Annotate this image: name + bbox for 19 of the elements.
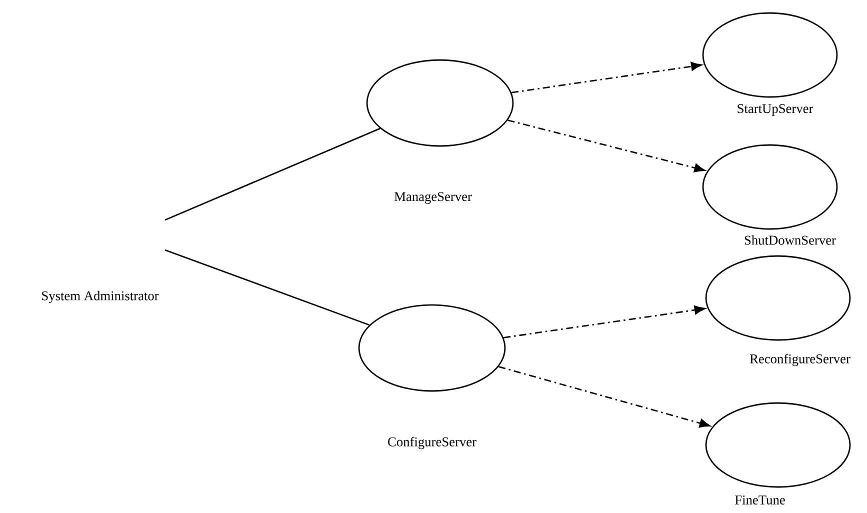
- node-label: ReconfigureServer: [750, 354, 850, 366]
- node-label: ShutDownServer: [744, 235, 836, 245]
- use-case: StartUpServer: [702, 12, 838, 116]
- use-case: ConfigureServer: [358, 304, 506, 450]
- arrow: [504, 306, 706, 338]
- use-case: FineTune: [705, 402, 851, 504]
- use-case: ShutDownServer: [702, 144, 838, 245]
- arrow: [498, 366, 710, 428]
- node-label: ConfigureServer: [388, 436, 476, 450]
- actor-label: System Administrator: [42, 290, 159, 304]
- arrow: [511, 62, 702, 94]
- arrow: [508, 120, 706, 172]
- node-label: FineTune: [735, 495, 785, 504]
- use-case: ReconfigureServer: [705, 255, 851, 366]
- association-line: [164, 128, 380, 221]
- use-case: ManageServer: [366, 59, 514, 204]
- association-line: [164, 249, 370, 326]
- node-label: StartUpServer: [738, 104, 814, 116]
- node-label: ManageServer: [394, 192, 472, 204]
